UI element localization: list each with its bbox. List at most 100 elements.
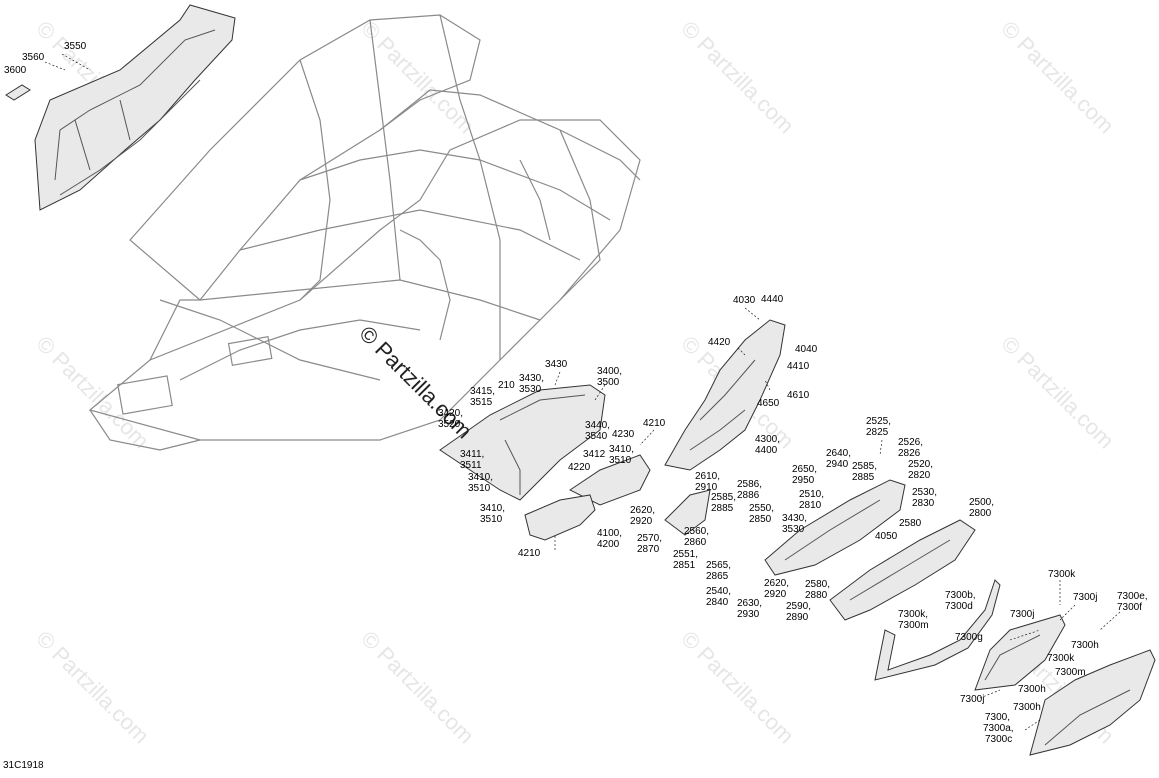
part-callout[interactable]: 2510, bbox=[799, 489, 824, 500]
part-callout[interactable]: 2620, bbox=[630, 505, 655, 516]
part-callout[interactable]: 2640, bbox=[826, 448, 851, 459]
part-callout[interactable]: 3415, bbox=[470, 386, 495, 397]
part-callout[interactable]: 2526, bbox=[898, 437, 923, 448]
part-callout[interactable]: 3411, bbox=[460, 449, 484, 460]
part-callout[interactable]: 2580, bbox=[805, 579, 830, 590]
part-callout[interactable]: 2950 bbox=[792, 475, 815, 486]
part-callout[interactable]: 3511 bbox=[460, 460, 482, 471]
part-callout[interactable]: 4650 bbox=[757, 398, 780, 409]
part-callout[interactable]: 2590, bbox=[786, 601, 811, 612]
part-callout[interactable]: 2860 bbox=[684, 537, 707, 548]
part-callout[interactable]: 2525, bbox=[866, 416, 891, 427]
part-callout[interactable]: 4200 bbox=[597, 539, 620, 550]
part-callout[interactable]: 3420, bbox=[438, 408, 463, 419]
part-callout[interactable]: 2870 bbox=[637, 544, 660, 555]
part-callout[interactable]: 3550 bbox=[64, 41, 87, 52]
part-callout[interactable]: 2530, bbox=[912, 487, 937, 498]
part-callout[interactable]: 2810 bbox=[799, 500, 822, 511]
part-callout[interactable]: 4030 bbox=[733, 295, 756, 306]
part-callout[interactable]: 7300m bbox=[898, 620, 929, 631]
part-callout[interactable]: 7300c bbox=[985, 734, 1012, 745]
part-callout[interactable]: 7300e, bbox=[1117, 591, 1148, 602]
part-callout[interactable]: 3510 bbox=[468, 483, 491, 494]
part-callout[interactable]: 2570, bbox=[637, 533, 662, 544]
part-callout[interactable]: 3410, bbox=[609, 444, 634, 455]
part-callout[interactable]: 3510 bbox=[480, 514, 503, 525]
part-callout[interactable]: 4210 bbox=[518, 548, 541, 559]
part-callout[interactable]: 2865 bbox=[706, 571, 729, 582]
part-callout[interactable]: 7300d bbox=[945, 601, 973, 612]
part-callout[interactable]: 3540 bbox=[585, 431, 608, 442]
part-callout[interactable]: 3430 bbox=[545, 359, 568, 370]
part-callout[interactable]: 4050 bbox=[875, 531, 898, 542]
part-callout[interactable]: 2585, bbox=[852, 461, 877, 472]
part-callout[interactable]: 4220 bbox=[568, 462, 591, 473]
part-callout[interactable]: 2885 bbox=[711, 503, 734, 514]
part-callout[interactable]: 2826 bbox=[898, 448, 921, 459]
part-callout[interactable]: 2620, bbox=[764, 578, 789, 589]
part-callout[interactable]: 2840 bbox=[706, 597, 729, 608]
part-callout[interactable]: 4410 bbox=[787, 361, 810, 372]
part-callout[interactable]: 7300k, bbox=[898, 609, 928, 620]
part-callout[interactable]: 7300h bbox=[1071, 640, 1099, 651]
part-callout[interactable]: 3412 bbox=[583, 449, 606, 460]
part-callout[interactable]: 3440, bbox=[585, 420, 610, 431]
part-callout[interactable]: 4400 bbox=[755, 445, 778, 456]
part-callout[interactable]: 2910 bbox=[695, 482, 718, 493]
part-callout[interactable]: 3400, bbox=[597, 366, 622, 377]
part-callout[interactable]: 7300b, bbox=[945, 590, 976, 601]
part-callout[interactable]: 4040 bbox=[795, 344, 818, 355]
part-callout[interactable]: 7300k bbox=[1048, 569, 1076, 580]
part-callout[interactable]: 7300k bbox=[1047, 653, 1075, 664]
part-callout[interactable]: 7300j bbox=[1073, 592, 1097, 603]
part-callout[interactable]: 2920 bbox=[630, 516, 653, 527]
part-callout[interactable]: 4420 bbox=[708, 337, 731, 348]
part-callout[interactable]: 7300a, bbox=[983, 723, 1014, 734]
part-callout[interactable]: 2930 bbox=[737, 609, 760, 620]
part-callout[interactable]: 3410, bbox=[468, 472, 493, 483]
part-callout[interactable]: 2850 bbox=[749, 514, 772, 525]
part-callout[interactable]: 7300j bbox=[1010, 609, 1034, 620]
part-callout[interactable]: 2880 bbox=[805, 590, 828, 601]
part-callout[interactable]: 3530 bbox=[782, 524, 805, 535]
part-callout[interactable]: 2800 bbox=[969, 508, 992, 519]
part-callout[interactable]: 3530 bbox=[519, 384, 542, 395]
part-callout[interactable]: 2890 bbox=[786, 612, 809, 623]
part-callout[interactable]: 3430, bbox=[519, 373, 544, 384]
part-callout[interactable]: 4300, bbox=[755, 434, 780, 445]
part-callout[interactable]: 2940 bbox=[826, 459, 849, 470]
part-callout[interactable]: 210 bbox=[498, 380, 515, 391]
part-callout[interactable]: 4230 bbox=[612, 429, 635, 440]
part-callout[interactable]: 2830 bbox=[912, 498, 935, 509]
part-callout[interactable]: 2630, bbox=[737, 598, 762, 609]
part-callout[interactable]: 7300, bbox=[985, 712, 1010, 723]
part-callout[interactable]: 2551, bbox=[673, 549, 698, 560]
part-callout[interactable]: 2885 bbox=[852, 472, 875, 483]
part-callout[interactable]: 2560, bbox=[684, 526, 709, 537]
part-callout[interactable]: 2920 bbox=[764, 589, 787, 600]
part-callout[interactable]: 7300f bbox=[1117, 602, 1142, 613]
part-callout[interactable]: 4440 bbox=[761, 294, 784, 305]
part-callout[interactable]: 2585, bbox=[711, 492, 736, 503]
part-callout[interactable]: 3430, bbox=[782, 513, 807, 524]
part-callout[interactable]: 3600 bbox=[4, 65, 27, 76]
part-callout[interactable]: 3510 bbox=[609, 455, 632, 466]
part-callout[interactable]: 2540, bbox=[706, 586, 731, 597]
part-callout[interactable]: 7300h bbox=[1018, 684, 1046, 695]
part-callout[interactable]: 3515 bbox=[470, 397, 493, 408]
part-callout[interactable]: 2825 bbox=[866, 427, 889, 438]
part-callout[interactable]: 2586, bbox=[737, 479, 762, 490]
part-callout[interactable]: 2650, bbox=[792, 464, 817, 475]
part-callout[interactable]: 4210 bbox=[643, 418, 666, 429]
part-callout[interactable]: 3560 bbox=[22, 52, 45, 63]
part-callout[interactable]: 4610 bbox=[787, 390, 810, 401]
part-callout[interactable]: 4100, bbox=[597, 528, 622, 539]
part-callout[interactable]: 3410, bbox=[480, 503, 505, 514]
part-callout[interactable]: 2851 bbox=[673, 560, 696, 571]
part-callout[interactable]: 7300h bbox=[1013, 702, 1041, 713]
part-callout[interactable]: 3520 bbox=[438, 419, 461, 430]
part-callout[interactable]: 3500 bbox=[597, 377, 620, 388]
part-callout[interactable]: 2820 bbox=[908, 470, 931, 481]
part-callout[interactable]: 2565, bbox=[706, 560, 731, 571]
part-callout[interactable]: 2610, bbox=[695, 471, 720, 482]
